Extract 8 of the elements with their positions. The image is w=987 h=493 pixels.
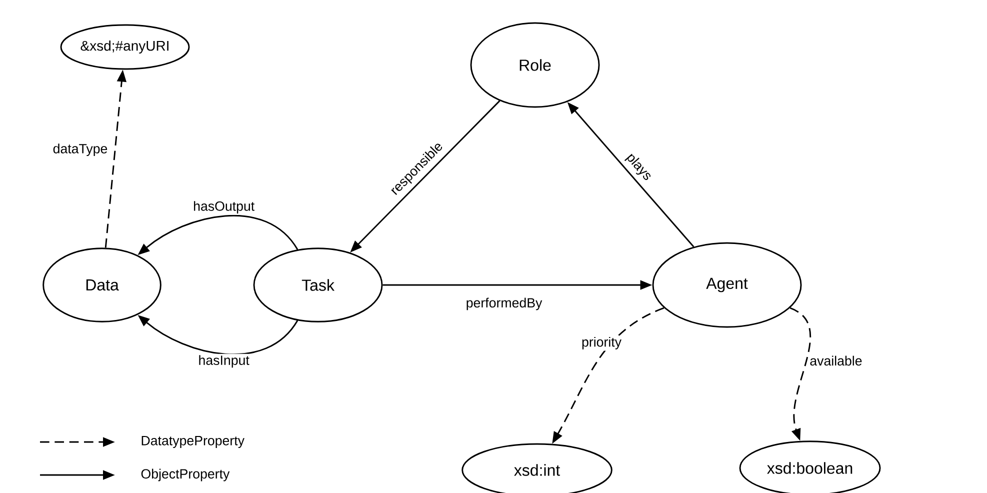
edge-label: priority xyxy=(580,336,623,351)
edge-label: performedBy xyxy=(464,296,544,312)
edge-label: available xyxy=(808,354,864,367)
edge-label: dataType xyxy=(51,142,109,158)
edge-label: hasInput xyxy=(196,354,251,369)
edge-label: hasOutput xyxy=(192,200,256,215)
legend-text: ObjectProperty xyxy=(141,468,230,482)
legend-text: DatatypeProperty xyxy=(142,436,244,448)
